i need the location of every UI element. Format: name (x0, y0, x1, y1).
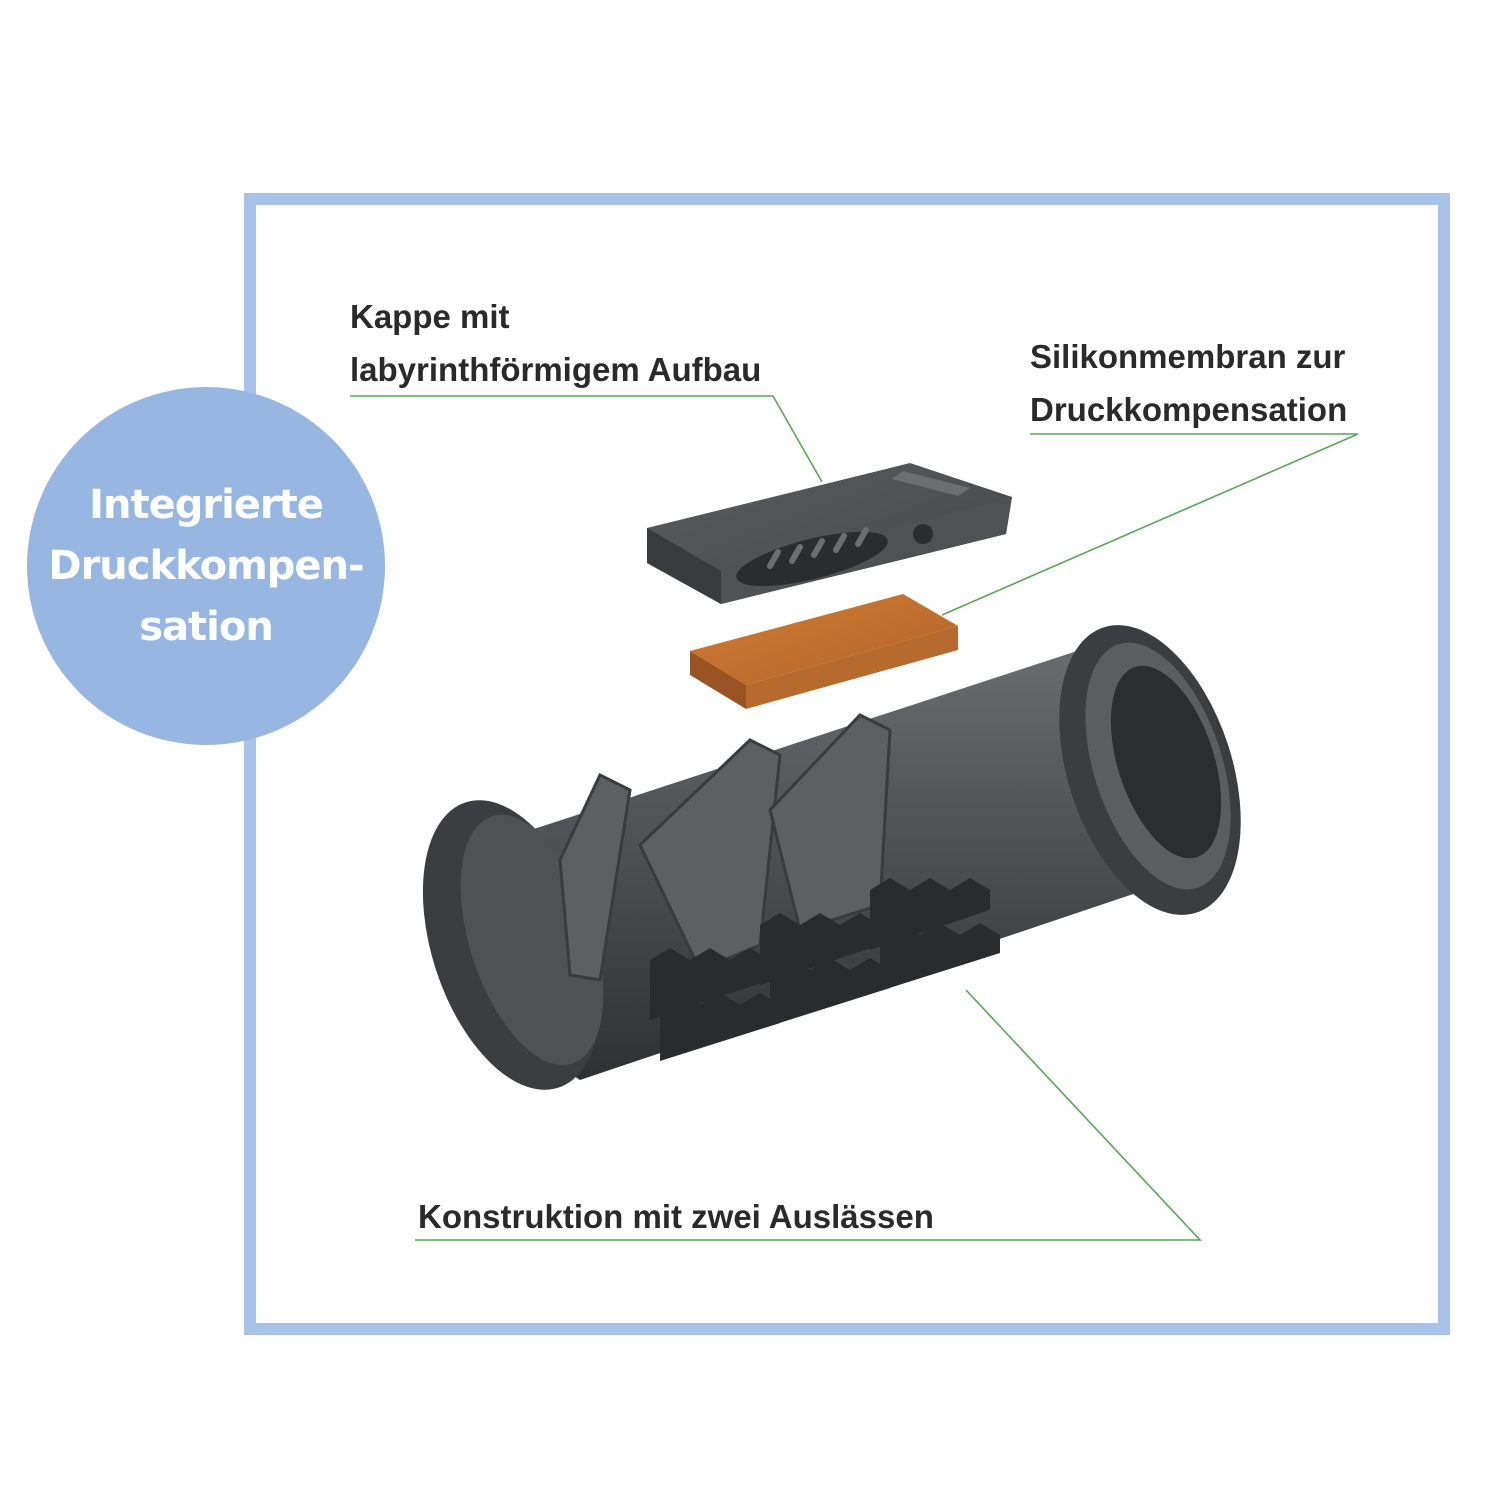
badge-text: Integrierte Druckkompen- sation (48, 481, 364, 650)
label-membrane: Silikonmembran zur Druckkompensation (1030, 330, 1347, 436)
membrane-part (690, 594, 958, 709)
label-membrane-line1: Silikonmembran zur (1030, 338, 1346, 375)
label-body: Konstruktion mit zwei Auslässen (418, 1190, 934, 1243)
leader-line-body (415, 989, 1202, 1241)
dripper-body (422, 625, 1241, 1090)
feature-badge: Integrierte Druckkompen- sation (27, 387, 385, 745)
label-cap: Kappe mit labyrinthförmigem Aufbau (350, 290, 761, 396)
leader-lines (350, 395, 1359, 1241)
leader-line-cap (350, 395, 823, 483)
leader-line-membrane (941, 433, 1359, 616)
label-body-line1: Konstruktion mit zwei Auslässen (418, 1198, 934, 1235)
label-membrane-line2: Druckkompensation (1030, 391, 1348, 428)
label-cap-line2: labyrinthförmigem Aufbau (350, 351, 762, 388)
cap-part (647, 463, 1012, 604)
label-cap-line1: Kappe mit (350, 298, 510, 335)
